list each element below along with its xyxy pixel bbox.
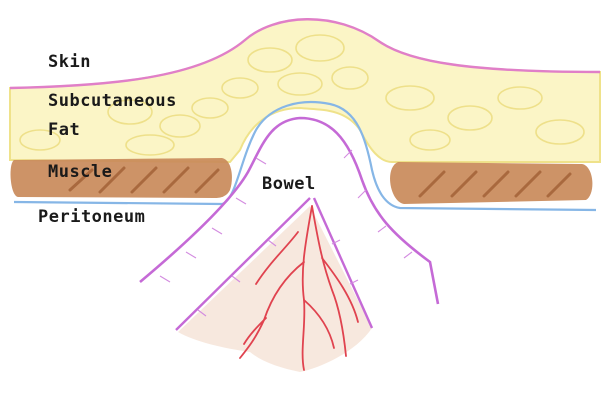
label-skin: Skin: [48, 52, 91, 72]
label-bowel: Bowel: [262, 174, 316, 194]
muscle-left: [11, 158, 232, 198]
label-muscle: Muscle: [48, 162, 112, 182]
label-fat: Fat: [48, 120, 80, 140]
label-peritoneum: Peritoneum: [38, 207, 145, 227]
label-subcutaneous: Subcutaneous: [48, 91, 177, 111]
